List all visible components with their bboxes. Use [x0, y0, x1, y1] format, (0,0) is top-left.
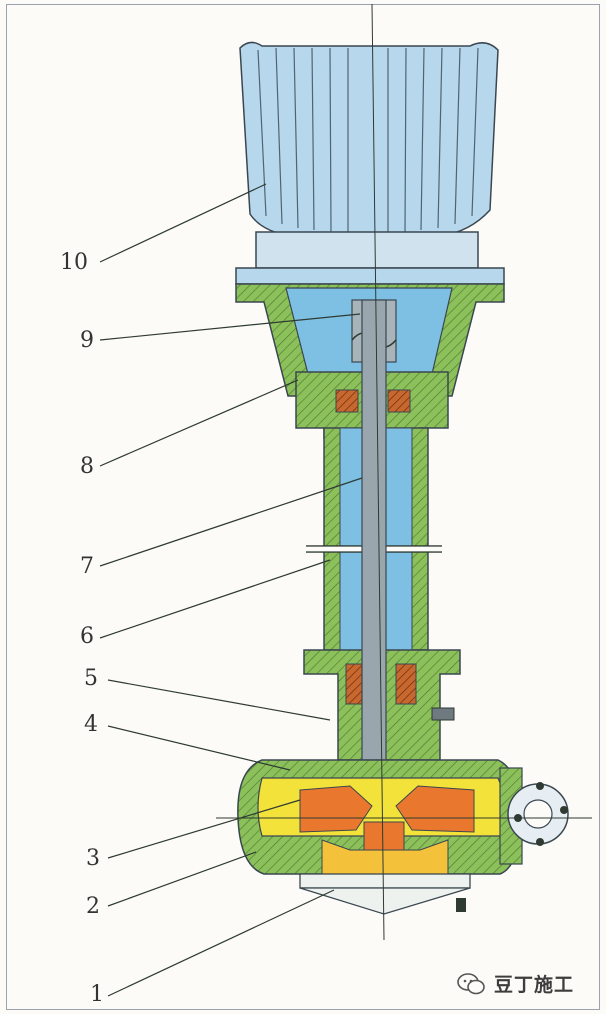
watermark-text: 豆丁施工 — [494, 974, 575, 996]
part-label-8: 8 — [80, 454, 94, 479]
part-label-7: 7 — [80, 554, 94, 579]
diagram-frame — [6, 4, 600, 1010]
motor — [239, 41, 499, 269]
pump-shaft — [361, 299, 387, 791]
discharge-flange — [499, 767, 569, 865]
watermark: 豆丁施工 — [456, 970, 574, 997]
center-axis-line — [371, 3, 385, 941]
part-label-10: 10 — [60, 250, 88, 275]
upper-bearing-housing — [295, 371, 449, 439]
wechat-icon — [457, 972, 485, 994]
leader-lines — [99, 183, 363, 997]
part-label-3: 3 — [86, 846, 100, 871]
suction-strainer — [299, 873, 471, 915]
part-label-5: 5 — [84, 666, 98, 691]
part-label-9: 9 — [80, 328, 94, 353]
part-label-6: 6 — [80, 624, 94, 649]
pump-casing — [237, 759, 521, 875]
part-label-2: 2 — [86, 894, 100, 919]
part-label-4: 4 — [84, 712, 98, 737]
part-label-1: 1 — [90, 982, 104, 1007]
